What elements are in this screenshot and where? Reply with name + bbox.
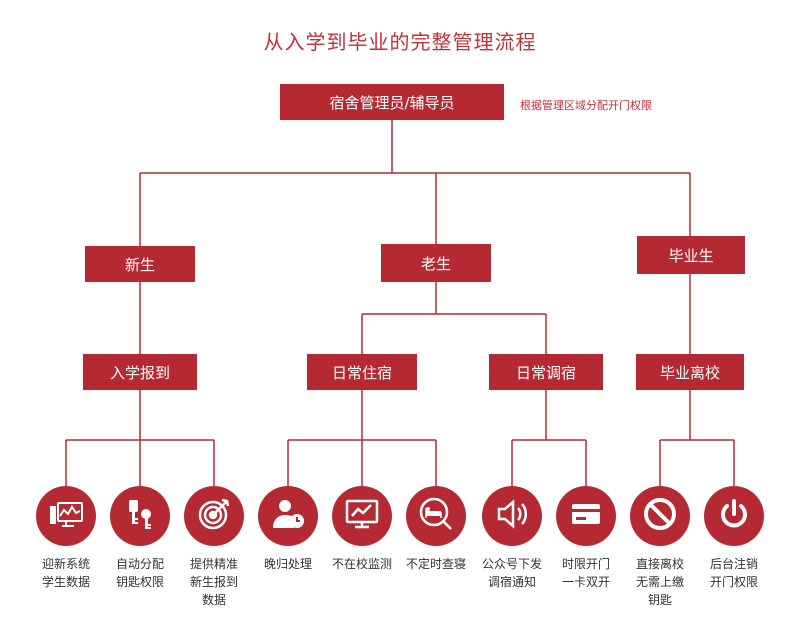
node-freshman: 新生: [85, 246, 195, 282]
person-clock-icon: [268, 494, 308, 538]
leaf-label: 自动分配钥匙权限: [115, 557, 164, 589]
node-current-student: 老生: [381, 244, 491, 282]
leaf-circle: [36, 486, 96, 546]
root-node-label: 宿舍管理员/辅导员: [329, 93, 455, 112]
node-label: 毕业生: [668, 246, 714, 265]
leaf-label: 迎新系统学生数据: [41, 557, 90, 589]
leaf-circle: [482, 486, 542, 546]
leaf-circle: [406, 486, 466, 546]
leaf-circle: [258, 486, 318, 546]
node-dorm-transfer: 日常调宿: [489, 354, 603, 390]
leaf-circle: [704, 486, 764, 546]
leaf-label: 直接离校无需上缴钥匙: [635, 557, 684, 607]
leaf-label: 后台注销开门权限: [709, 557, 758, 589]
prohibited-icon: [640, 494, 680, 538]
leaf-circle: [184, 486, 244, 546]
root-note: 根据管理区域分配开门权限: [520, 99, 652, 112]
power-icon: [714, 494, 754, 538]
leaf-circle: [110, 486, 170, 546]
leaf-circle: [332, 486, 392, 546]
node-label: 毕业离校: [659, 363, 720, 382]
card-icon: [566, 494, 606, 538]
node-daily-living: 日常住宿: [307, 354, 417, 390]
node-label: 日常住宿: [331, 363, 392, 382]
node-graduate: 毕业生: [637, 236, 745, 274]
leaf-label: 晚归处理: [263, 557, 312, 571]
leaf-label: 时限开门一卡双开: [561, 557, 610, 589]
leaf-circle: [630, 486, 690, 546]
node-label: 入学报到: [109, 363, 170, 382]
leaf-label: 公众号下发调宿通知: [481, 557, 542, 589]
monitor-chart-icon: [46, 494, 86, 538]
root-node: 宿舍管理员/辅导员: [280, 84, 504, 120]
node-label: 日常调宿: [515, 363, 576, 382]
diagram-title: 从入学到毕业的完整管理流程: [263, 30, 537, 54]
keys-icon: [120, 494, 160, 538]
leaf-label: 提供精准新生报到数据: [189, 557, 238, 607]
monitor-trend-icon: [342, 494, 382, 538]
leaf-label: 不定时查寝: [405, 557, 466, 571]
node-label: 老生: [420, 254, 451, 273]
speaker-icon: [492, 494, 532, 538]
node-enrollment: 入学报到: [83, 354, 197, 390]
node-label: 新生: [124, 255, 155, 274]
leaf-circle: [556, 486, 616, 546]
bed-search-icon: [416, 494, 456, 538]
leaf-label: 不在校监测: [331, 557, 392, 571]
node-graduation: 毕业离校: [636, 354, 744, 390]
target-icon: [194, 494, 234, 538]
